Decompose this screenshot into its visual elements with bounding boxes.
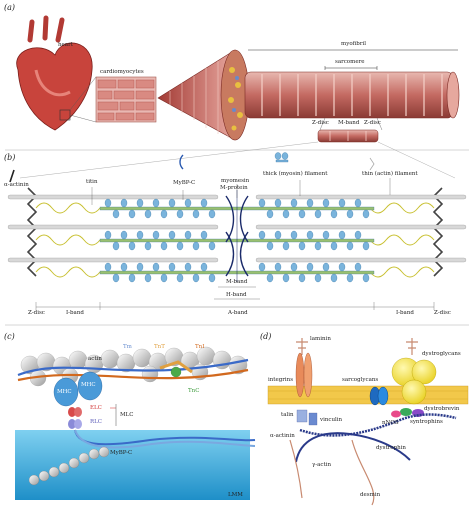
dystrobrevin-label: dystrobrevin [424,406,460,412]
laminin-label: laminin [310,336,331,342]
sarcoglycans-label: sarcoglycans [342,377,379,383]
thick-filament-label: thick (myosin) filament [263,171,328,177]
actomyosin-illustration [15,346,256,500]
gamma-actin-label: γ-actin [312,462,332,468]
heart-illustration [16,15,93,131]
panel-label-d: (d) [260,332,272,341]
z-disc-right-label: Z-disc [434,310,451,316]
troponin-i-label: TnI [195,344,205,350]
sarcomere-diagram [7,152,467,310]
myofibril-label: myofibril [341,41,366,47]
z-disc-label-a1: Z-disc [312,120,329,126]
integrins-label: integrins [268,377,294,383]
thin-filament-label: thin (actin) filament [362,171,418,177]
talin-label: talin [281,412,294,418]
vinculin-label: vinculin [320,417,343,423]
actin-label: actin [88,356,102,362]
titin-label: titin [86,179,98,185]
h-band-label: H-band [226,292,247,298]
mlc-label: MLC [120,412,134,418]
nnos-label: nNOS [382,420,399,426]
panel-label-c: (c) [4,332,15,341]
m-band-label-a: M-band [338,120,360,126]
troponin-c-label: TnC [188,388,200,394]
panel-label-a: (a) [4,3,16,12]
m-protein-label: M-protein [220,185,248,191]
myofibril-cylinder [244,49,460,119]
thick-filament-backbone [15,430,250,500]
cardiomyocytes-label: cardiomyocytes [100,69,144,75]
mybpc-label-c: MyBP-C [110,450,133,456]
sarcomere-zoom [317,117,383,143]
dystroglycans-label: dystroglycans [422,351,461,357]
a-band-label: A-band [228,310,248,316]
alpha-actinin-label-b: α-actinin [4,182,29,188]
z-disc-label-a2: Z-disc [364,120,381,126]
myomesin-label: myomesin [221,178,250,184]
panel-label-b: (b) [4,153,16,162]
tropomyosin-label: Tm [123,344,132,350]
mhc-label-1: MHC [57,389,72,395]
rlc-label: RLC [90,419,103,425]
myofibril-bundle-cone [157,49,250,141]
syntrophins-label: syntrophins [410,419,443,425]
cardiomyocytes-illustration [69,76,157,123]
alpha-actinin-label-d: α-actinin [270,433,295,439]
m-band-label-b: M-band [226,279,248,285]
i-band-left-label: I-band [66,310,84,316]
sarcomere-label: sarcomere [335,59,365,65]
mybpc-label-b: MyBP-C [173,180,196,186]
troponin-t-label: TnT [154,344,165,350]
sarcomere-zoom-lines [19,141,456,179]
elc-label: ELC [90,405,102,411]
mhc-label-2: MHC [81,382,96,388]
costamere-illustration [267,338,469,506]
dystrophin-label: dystrophin [376,445,406,451]
desmin-label: desmin [360,492,381,498]
i-band-right-label: I-band [396,310,414,316]
lmm-label: LMM [228,492,243,498]
z-disc-left-label: Z-disc [28,310,45,316]
heart-label: heart [58,42,73,48]
